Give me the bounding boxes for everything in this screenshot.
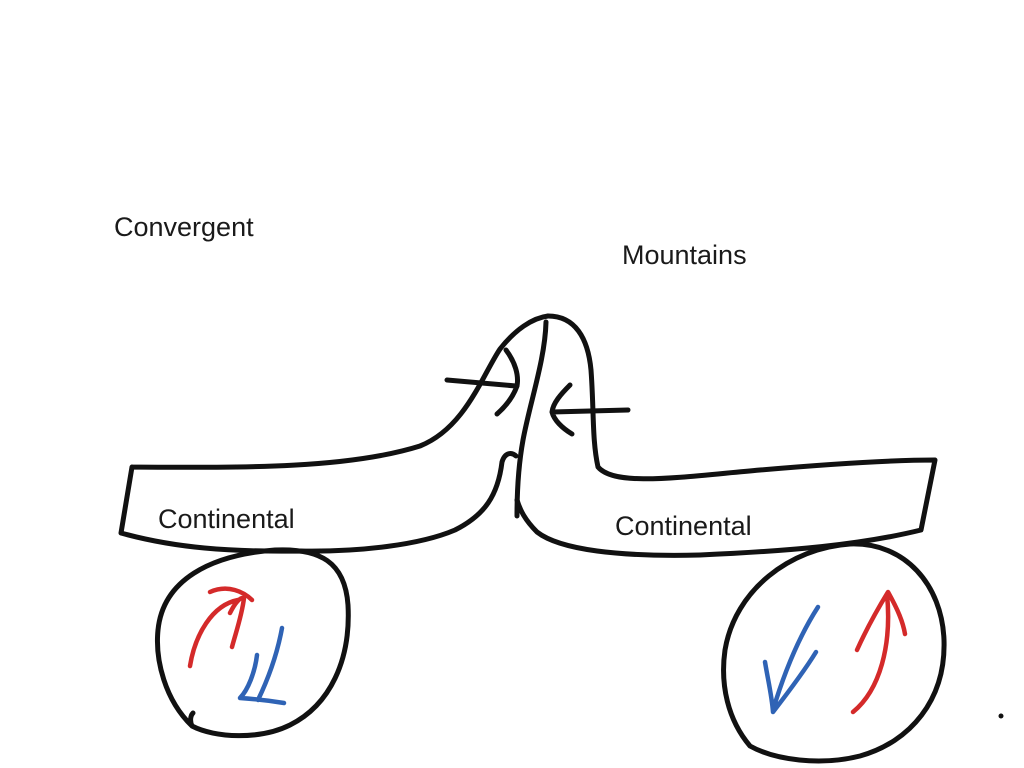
left-continental-plate bbox=[118, 313, 551, 554]
right-sinking-current-arrow bbox=[762, 604, 821, 715]
right-plate-label: Continental bbox=[615, 511, 752, 541]
diagram-title: Convergent bbox=[114, 212, 254, 242]
left-rising-current-arrow bbox=[187, 586, 255, 669]
mountains-label: Mountains bbox=[622, 240, 747, 270]
right-rising-current-arrow bbox=[850, 589, 908, 715]
left-compression-arrow bbox=[444, 347, 520, 417]
pen-dot bbox=[998, 713, 1004, 719]
left-sinking-current-arrow bbox=[237, 625, 287, 706]
left-plate-label: Continental bbox=[158, 504, 295, 534]
right-convection-cell bbox=[721, 541, 947, 764]
left-convection-cell bbox=[155, 547, 351, 739]
plate-boundary-seam bbox=[514, 319, 549, 519]
right-compression-arrow bbox=[549, 382, 631, 437]
